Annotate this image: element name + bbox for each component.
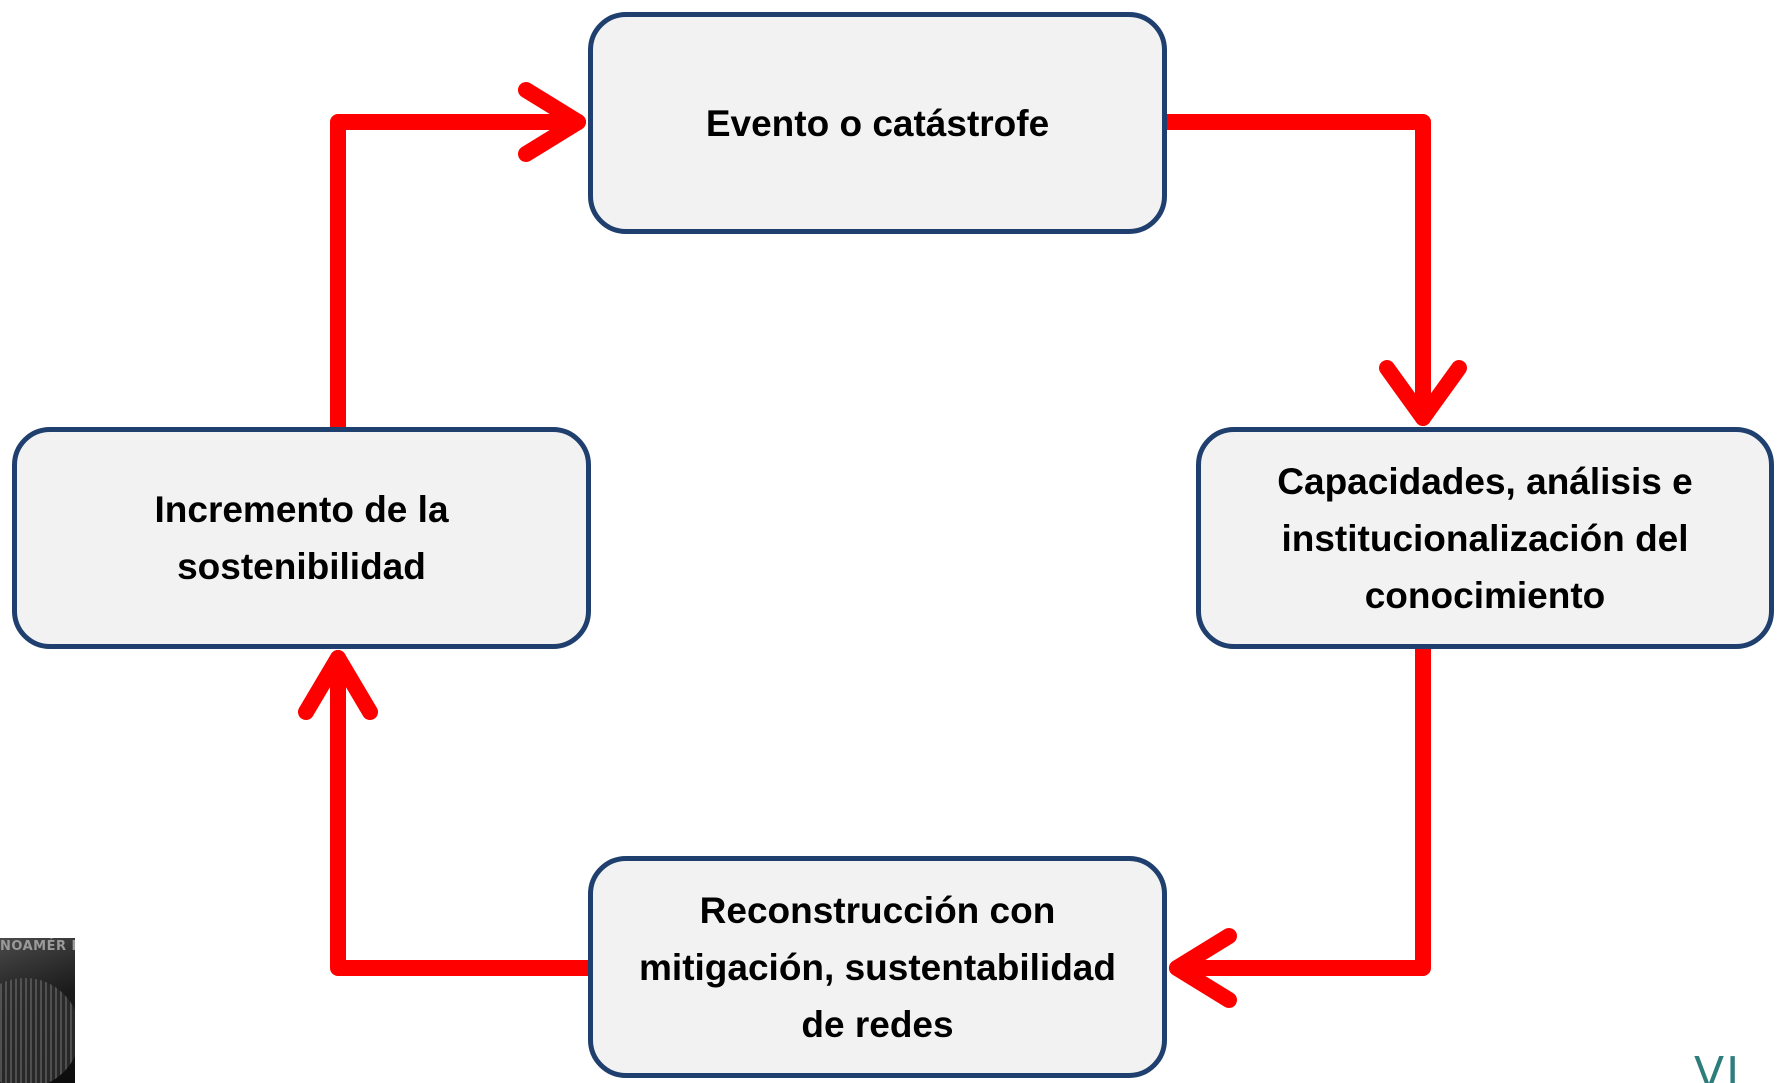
arrow-left-to-top [330,114,586,435]
node-event-label: Evento o catástrofe [705,102,1050,144]
arrowhead-right [518,82,586,162]
arrow-right-to-bottom [1169,641,1431,976]
arrowhead-left [1169,928,1237,1008]
arrowhead-down [1379,360,1467,426]
node-reconstruction-label: Reconstrucción con mitigación, sustentab… [639,889,1116,1045]
arrow-top-to-right [1159,114,1431,426]
corner-logo-right-text: VI [1694,1050,1742,1083]
node-event: Evento o catástrofe [588,12,1167,234]
corner-logo-left: NOAMÉR BLE [0,938,75,1083]
node-reconstruction: Reconstrucción con mitigación, sustentab… [588,856,1167,1078]
node-sustainability-label: Incremento de la sostenibilidad [154,489,449,587]
node-capacities-label: Capacidades, análisis e institucionaliza… [1277,460,1693,616]
corner-logo-left-text: NOAMÉR BLE [0,939,75,954]
globe-icon [0,978,75,1083]
arrowhead-up [298,650,378,720]
corner-logo-right: VI [1694,1050,1779,1083]
arrow-bottom-to-left [330,650,596,976]
node-sustainability: Incremento de la sostenibilidad [12,427,591,649]
node-capacities: Capacidades, análisis e institucionaliza… [1196,427,1774,649]
